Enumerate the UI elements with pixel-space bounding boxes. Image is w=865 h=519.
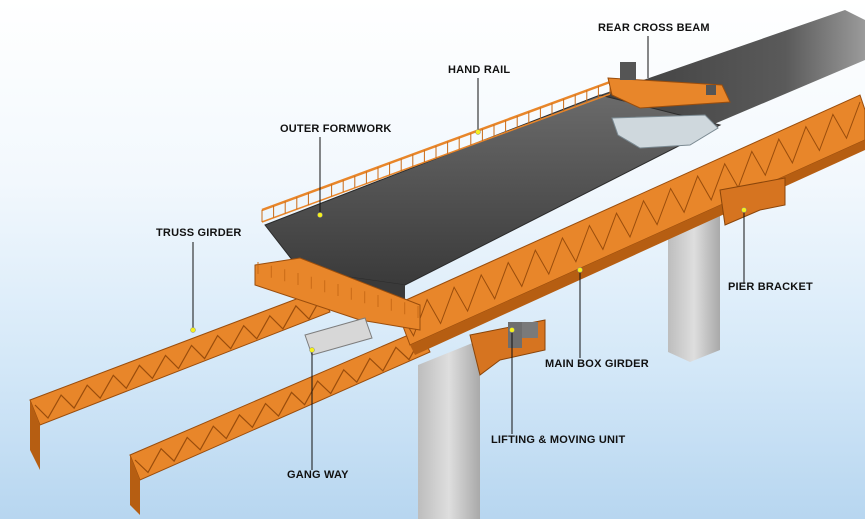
label-hand-rail: HAND RAIL [448,64,511,76]
lifting-moving-unit [508,322,522,348]
label-lifting-moving-unit: LIFTING & MOVING UNIT [491,434,626,446]
gang-way [304,317,373,356]
pier-rear [668,200,720,362]
pier-bracket-front [469,319,546,376]
pier-bracket-rear [719,177,786,226]
label-main-box-girder: MAIN BOX GIRDER [545,358,649,370]
front-platform [254,257,421,331]
rear-cross-beam [607,62,731,109]
leader-lines [192,36,745,470]
truss-girder-right [129,329,431,515]
label-gang-way: GANG WAY [287,469,349,481]
label-markers [190,129,747,353]
label-pier-bracket: PIER BRACKET [728,281,813,293]
pier-front [418,340,480,519]
label-outer-formwork: OUTER FORMWORK [280,123,392,135]
truss-girder-left [29,289,331,470]
label-rear-cross-beam: REAR CROSS BEAM [598,22,710,34]
box-section-opening [611,114,719,149]
label-truss-girder: TRUSS GIRDER [156,227,242,239]
